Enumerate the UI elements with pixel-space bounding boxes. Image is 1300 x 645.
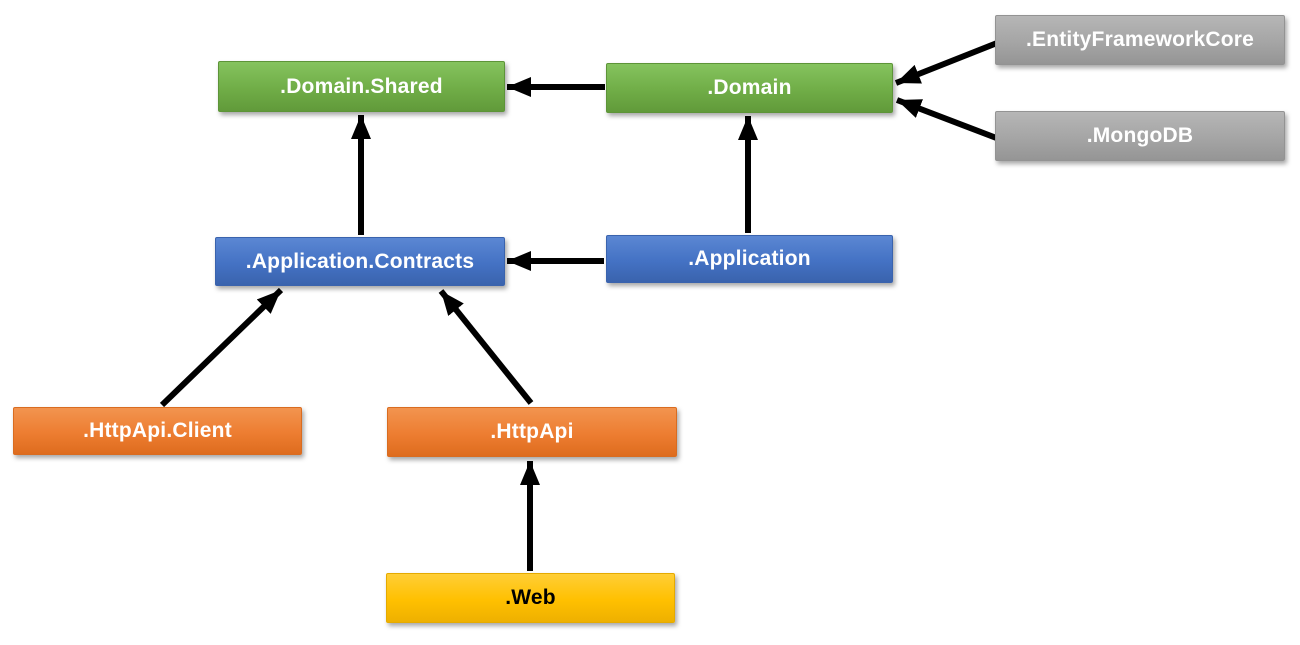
node-entity-framework-core: .EntityFrameworkCore [995,15,1285,65]
node-mongodb-label: .MongoDB [1086,124,1194,147]
node-domain-shared-label: .Domain.Shared [280,74,443,98]
node-application-contracts-label: .Application.Contracts [245,249,475,273]
node-entity-framework-core-label: .EntityFrameworkCore [1025,28,1255,51]
node-web-label: .Web [505,586,556,609]
node-application-contracts: .Application.Contracts [215,237,505,286]
node-mongodb: .MongoDB [995,111,1285,161]
arrow-efcore-to-domain [894,40,999,86]
node-web: .Web [386,573,675,623]
node-domain-label: .Domain [707,76,792,99]
arrow-httpapi-client-to-app-contracts [159,287,284,408]
node-httpapi-client: .HttpApi.Client [13,407,302,455]
node-httpapi-label: .HttpApi [490,420,574,443]
arrow-httpapi-to-app-contracts [438,289,534,405]
node-application: .Application [606,235,893,283]
arrow-mongodb-to-domain [895,97,1001,142]
node-domain-shared: .Domain.Shared [218,61,505,112]
node-domain: .Domain [606,63,893,113]
node-application-label: .Application [688,247,811,270]
node-httpapi-client-label: .HttpApi.Client [83,419,232,442]
node-httpapi: .HttpApi [387,407,677,457]
